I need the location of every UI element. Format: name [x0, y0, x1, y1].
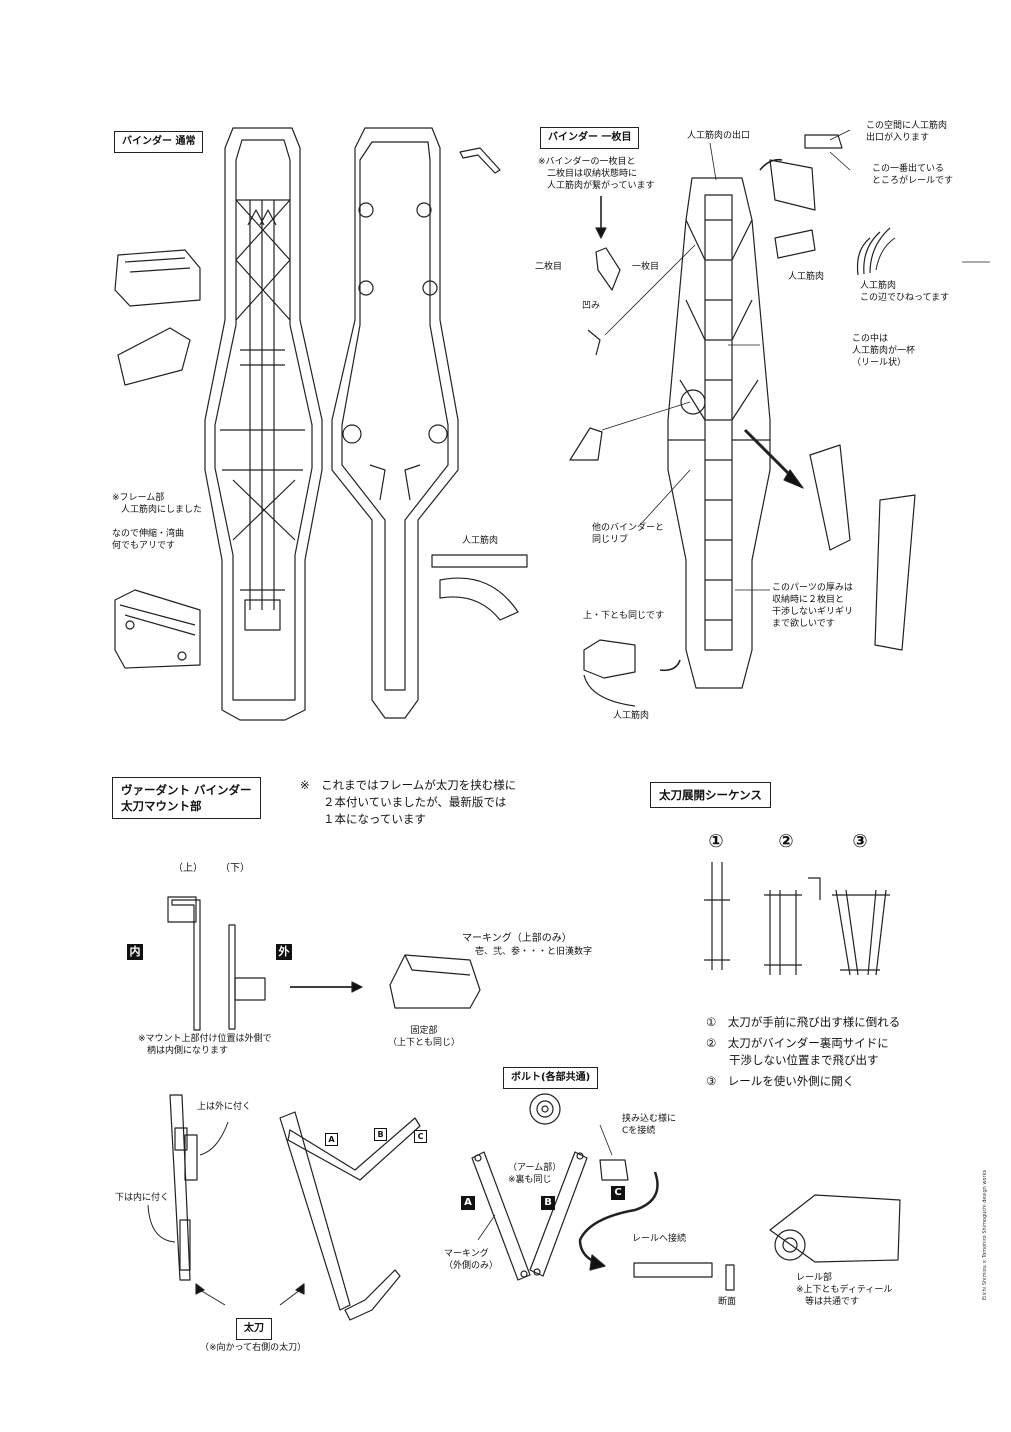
- binder-first-drawing: [667, 177, 771, 689]
- twist-note: 人工筋肉 この辺でひねってます: [860, 281, 950, 303]
- muscle-label-right: 人工筋肉: [788, 272, 825, 282]
- fixed-part-label: 固定部 （上下とも同じ）: [388, 1026, 461, 1048]
- lower-label: （下）: [220, 863, 250, 874]
- binder-back-drawing: [331, 127, 459, 719]
- note-connected: ※バインダーの一枚目と 二枚目は収納状態時に 人工筋肉が繋がっています: [538, 157, 655, 191]
- sequence-desc-1: ① 太刀が手前に飛び出す様に倒れる: [706, 1015, 901, 1029]
- upper-label: （上）: [173, 863, 203, 874]
- tachi-note: （※向かって右側の太刀）: [200, 1343, 307, 1353]
- rail-part-note: レール部 ※上下ともディティール 等は共通です: [796, 1273, 893, 1307]
- mount-letter-a: A: [325, 1133, 338, 1146]
- title-mount: ヴァーダント バインダー 太刀マウント部: [112, 777, 261, 819]
- rib-note: 他のバインダーと 同じリブ: [592, 523, 665, 545]
- step-1-number: ①: [708, 831, 724, 852]
- first-plate-label: 一枚目: [632, 262, 660, 272]
- lower-inside-label: 下は内に付く: [115, 1193, 170, 1203]
- rail-connect-label: レールへ接続: [632, 1234, 687, 1244]
- mount-pos-note: ※マウント上部付け位置は外側で 柄は内側になります: [138, 1034, 272, 1056]
- bolt-letter-a: A: [461, 1196, 475, 1210]
- exit-label: 人工筋肉の出口: [687, 131, 751, 141]
- second-plate-label: 二枚目: [535, 262, 563, 272]
- marking-sub: 壱、弐、参・・・と旧漢数字: [475, 947, 593, 957]
- dent-label: 凹み: [582, 301, 601, 311]
- binder-parts-left: [114, 147, 501, 669]
- credit-text: Eiichi Shimizu × Tomohiro Shimoguchi des…: [982, 1169, 988, 1300]
- inside-note: この中は 人工筋肉が一杯 （リール状）: [852, 334, 916, 368]
- marking-label: マーキング（上部のみ）: [462, 933, 572, 944]
- rail-note: この一番出ている ところがレールです: [872, 164, 954, 186]
- step-2-number: ②: [778, 831, 794, 852]
- sequence-drawing: [704, 862, 890, 976]
- mount-letter-b: B: [374, 1128, 387, 1141]
- bolt-arm-drawing: [471, 1093, 901, 1291]
- frame-note: ※フレーム部 人工筋肉にしました なので伸縮・湾曲 何でもアリです: [112, 493, 203, 551]
- section-label: 断面: [718, 1297, 737, 1307]
- bolt-letter-b: B: [541, 1196, 555, 1210]
- clamp-note: 挟み込む様に Cを接続: [622, 1114, 677, 1136]
- upper-outside-label: 上は外に付く: [197, 1102, 252, 1112]
- thickness-note: このパーツの厚みは 収納時に２枚目と 干渉しないギリギリ まで欲しいです: [772, 583, 854, 629]
- parts-top-right: [569, 134, 916, 707]
- sequence-desc-3: ③ レールを使い外側に開く: [706, 1074, 855, 1088]
- muscle-parts-drawing: [431, 554, 528, 621]
- title-bolt: ボルト(各部共通): [503, 1067, 599, 1089]
- space-note: この空間に人工筋肉 出口が入ります: [866, 121, 948, 143]
- title-binder-first: バインダー 一枚目: [540, 127, 640, 149]
- sequence-desc-2: ② 太刀がバインダー裏両サイドに 干渉しない位置まで飛び出す: [706, 1036, 889, 1067]
- tachi-label: 太刀: [236, 1318, 272, 1340]
- title-sequence: 太刀展開シーケンス: [650, 782, 771, 808]
- marking-outside-note: マーキング （外側のみ）: [444, 1249, 499, 1271]
- outer-badge: 外: [276, 944, 292, 960]
- mount-drawing: [147, 896, 481, 1321]
- step-3-number: ③: [852, 831, 868, 852]
- bolt-letter-c: C: [611, 1186, 625, 1200]
- title-binder-normal: バインダー 通常: [114, 131, 204, 153]
- muscle-label-bottom: 人工筋肉: [613, 711, 650, 721]
- mount-letter-c: C: [414, 1130, 427, 1143]
- leader-lines-top: [601, 129, 990, 591]
- same-note: 上・下とも同じです: [583, 611, 665, 621]
- arm-note: （アーム部） ※裏も同じ: [508, 1163, 562, 1185]
- muscle-label-left: 人工筋肉: [462, 536, 499, 546]
- mount-note: ※ これまではフレームが太刀を挟む様に ２本付いていましたが、最新版では １本に…: [300, 778, 517, 826]
- inner-badge: 内: [127, 944, 143, 960]
- binder-frame-drawing: [204, 127, 323, 721]
